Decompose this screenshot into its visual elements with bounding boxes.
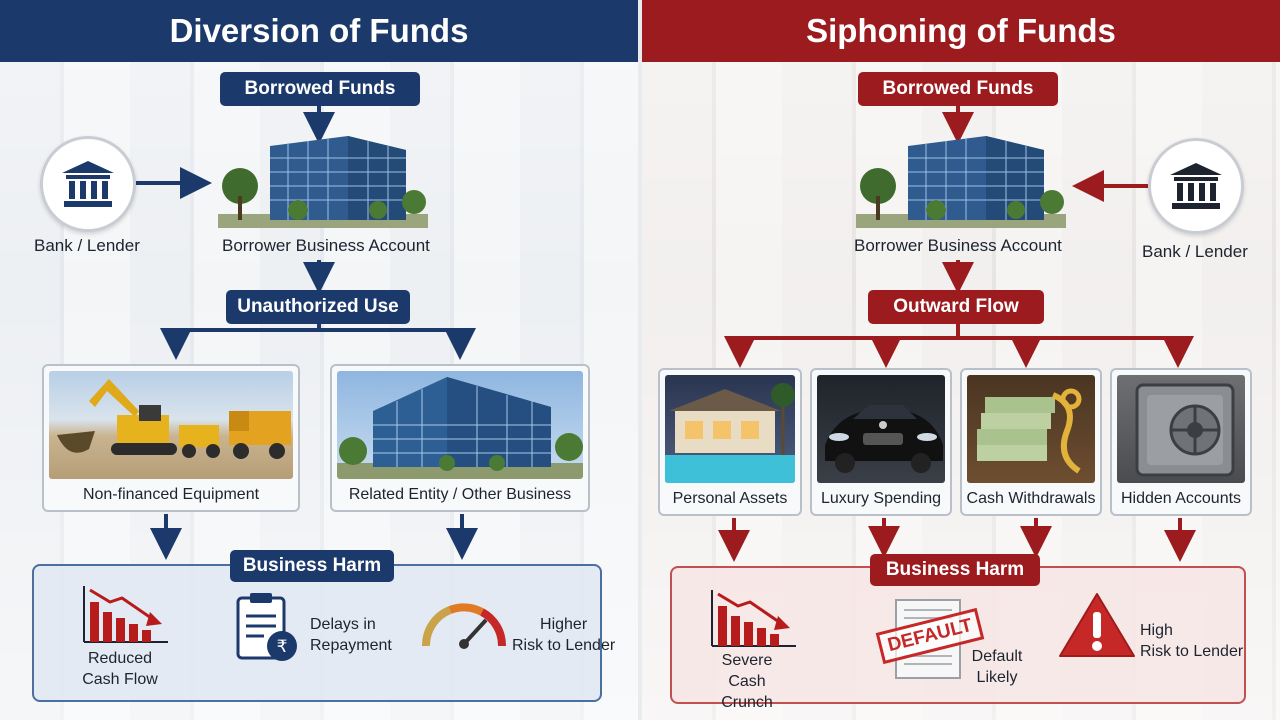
luxury-spending-card: Luxury Spending xyxy=(810,368,952,516)
declining-chart-icon xyxy=(708,588,798,650)
reduced-cash-flow-text: Reduced Cash Flow xyxy=(80,648,160,690)
borrower-account-label: Borrower Business Account xyxy=(854,236,1062,256)
cash-withdrawals-card: Cash Withdrawals xyxy=(960,368,1102,516)
diversion-title: Diversion of Funds xyxy=(0,0,638,62)
siphoning-title: Siphoning of Funds xyxy=(642,0,1280,62)
borrower-account-label: Borrower Business Account xyxy=(222,236,430,256)
siphoning-harm-title: Business Harm xyxy=(870,554,1040,586)
siphoning-panel: Siphoning of Funds Borrowed Funds xyxy=(642,0,1280,720)
equipment-label: Non-financed Equipment xyxy=(44,486,298,504)
personal-assets-label: Personal Assets xyxy=(660,490,800,508)
risk-gauge-icon xyxy=(420,590,508,652)
hidden-accounts-label: Hidden Accounts xyxy=(1112,490,1250,508)
personal-assets-card: Personal Assets xyxy=(658,368,802,516)
hidden-accounts-card: Hidden Accounts xyxy=(1110,368,1252,516)
unauthorized-use-badge: Unauthorized Use xyxy=(226,290,410,324)
severe-cash-crunch-text: Severe Cash Crunch xyxy=(702,650,792,713)
equipment-card: Non-financed Equipment xyxy=(42,364,300,512)
borrowed-funds-badge: Borrowed Funds xyxy=(858,72,1058,106)
cash-stack-image xyxy=(967,375,1095,483)
luxury-car-image xyxy=(817,375,945,483)
warning-icon xyxy=(1058,590,1136,658)
related-entity-label: Related Entity / Other Business xyxy=(332,486,588,504)
repayment-clipboard-icon: ₹ xyxy=(234,590,300,664)
bank-icon xyxy=(1168,161,1224,211)
delays-repayment-text: Delays in Repayment xyxy=(310,614,392,656)
svg-text:₹: ₹ xyxy=(277,637,288,657)
diversion-panel: Diversion of Funds Borrowed Funds xyxy=(0,0,638,720)
declining-chart-icon xyxy=(80,584,170,646)
high-risk-text: High Risk to Lender xyxy=(1140,620,1243,662)
cash-withdrawals-label: Cash Withdrawals xyxy=(962,490,1100,508)
bank-icon xyxy=(60,159,116,209)
villa-image xyxy=(665,375,795,483)
business-building-icon xyxy=(218,136,428,228)
borrowed-funds-badge: Borrowed Funds xyxy=(220,72,420,106)
excavator-image xyxy=(49,371,293,479)
default-likely-text: Default Likely xyxy=(966,646,1028,688)
bank-circle xyxy=(1148,138,1244,234)
bank-circle xyxy=(40,136,136,232)
business-building-icon xyxy=(856,136,1066,228)
bank-lender-label: Bank / Lender xyxy=(1142,242,1248,262)
diversion-harm-title: Business Harm xyxy=(230,550,394,582)
luxury-spending-label: Luxury Spending xyxy=(812,490,950,508)
vault-safe-image xyxy=(1117,375,1245,483)
office-building-image xyxy=(337,371,583,479)
outward-flow-badge: Outward Flow xyxy=(868,290,1044,324)
default-document-icon: DEFAULT xyxy=(882,598,968,680)
bank-lender-label: Bank / Lender xyxy=(34,236,140,256)
related-entity-card: Related Entity / Other Business xyxy=(330,364,590,512)
higher-risk-text: Higher Risk to Lender xyxy=(512,614,615,656)
